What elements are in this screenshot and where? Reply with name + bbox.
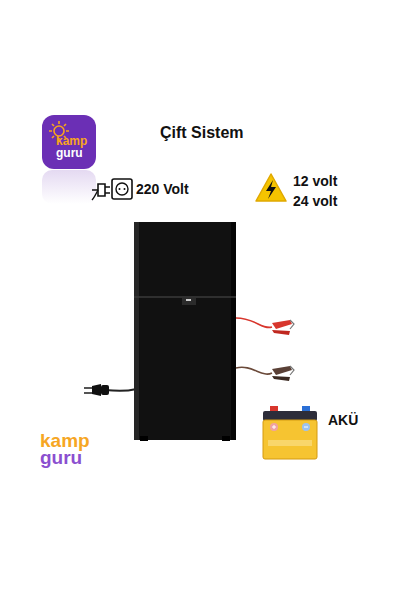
- brand-logo: kamp guru: [40, 432, 80, 466]
- battery-symbol: [262, 404, 318, 460]
- title: Çift Sistem: [160, 124, 244, 142]
- node-label: AKÜ: [328, 412, 358, 428]
- icon-reflection: [42, 170, 98, 204]
- battery: AKÜ: [262, 404, 318, 460]
- icon-label: kamp guru: [56, 135, 92, 159]
- plug-socket-symbol: [90, 176, 134, 202]
- voltage-warning-symbol: [254, 172, 288, 204]
- voltage-label: 24 volt: [293, 193, 337, 209]
- voltage-label: 220 Volt: [136, 181, 189, 197]
- app-icon: kamp guru: [42, 115, 96, 169]
- voltage-label: 12 volt: [293, 173, 337, 189]
